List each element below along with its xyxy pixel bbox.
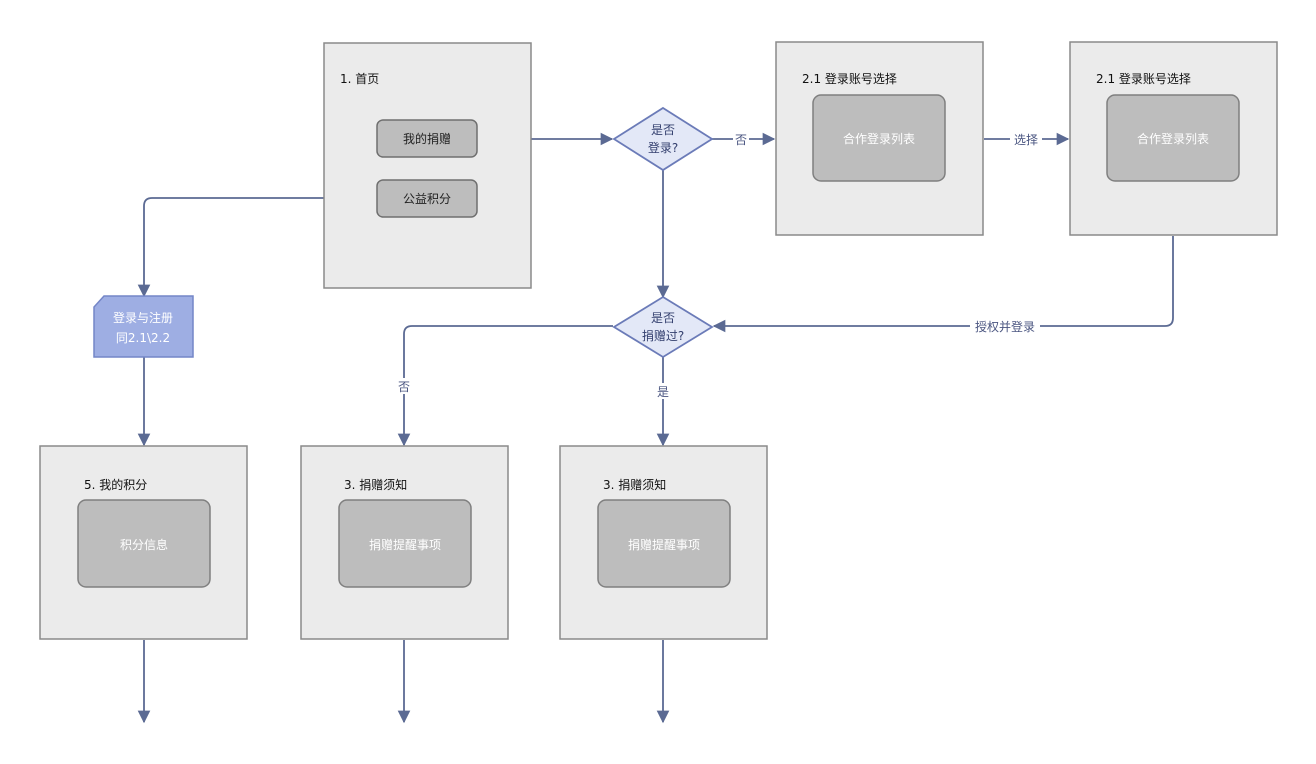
decision-donated: 是否 捐赠过? <box>612 295 714 359</box>
my-donation-button[interactable]: 我的捐赠 <box>376 119 478 158</box>
account-select-screen-2: 2.1 登录账号选择 合作登录列表 <box>1069 41 1278 236</box>
charity-points-button[interactable]: 公益积分 <box>376 179 478 218</box>
login-register-offpage: 登录与注册 同2.1\2.2 <box>93 295 194 358</box>
decision-logged-in: 是否 登录? <box>612 106 714 172</box>
svg-text:捐赠提醒事项: 捐赠提醒事项 <box>628 537 700 552</box>
svg-text:公益积分: 公益积分 <box>403 192 451 206</box>
svg-text:我的捐赠: 我的捐赠 <box>403 131 451 146</box>
partner-login-list-2[interactable]: 合作登录列表 <box>1106 94 1240 182</box>
svg-text:合作登录列表: 合作登录列表 <box>843 131 915 146</box>
donation-notice-title-1: 3. 捐赠须知 <box>344 478 407 492</box>
account-select-title-1: 2.1 登录账号选择 <box>802 71 897 86</box>
svg-text:是否: 是否 <box>651 123 675 137</box>
donation-reminder-panel-1[interactable]: 捐赠提醒事项 <box>338 499 472 588</box>
svg-text:否: 否 <box>735 133 747 147</box>
donation-reminder-panel-2[interactable]: 捐赠提醒事项 <box>597 499 731 588</box>
edge-label-yes-donated: 是 <box>655 383 671 399</box>
my-points-title: 5. 我的积分 <box>84 477 147 492</box>
svg-text:授权并登录: 授权并登录 <box>975 319 1035 334</box>
edge-label-no-login: 否 <box>733 131 749 147</box>
donation-notice-screen-2: 3. 捐赠须知 捐赠提醒事项 <box>559 445 768 640</box>
svg-text:选择: 选择 <box>1014 133 1038 147</box>
edge-label-select: 选择 <box>1010 131 1042 147</box>
edge-label-authorize: 授权并登录 <box>970 318 1040 334</box>
account-select-screen-1: 2.1 登录账号选择 合作登录列表 <box>775 41 984 236</box>
edge-authorize-login <box>712 236 1174 333</box>
my-points-screen: 5. 我的积分 积分信息 <box>39 445 248 640</box>
donation-notice-title-2: 3. 捐赠须知 <box>603 478 666 492</box>
edge-donated-no <box>397 325 613 447</box>
donation-notice-screen-1: 3. 捐赠须知 捐赠提醒事项 <box>300 445 509 640</box>
edge-label-no-donated: 否 <box>396 378 412 394</box>
svg-text:是否: 是否 <box>651 311 675 325</box>
svg-text:同2.1\2.2: 同2.1\2.2 <box>116 331 170 345</box>
home-screen: 1. 首页 我的捐赠 公益积分 <box>323 42 532 289</box>
svg-text:否: 否 <box>398 380 410 394</box>
partner-login-list-1[interactable]: 合作登录列表 <box>812 94 946 182</box>
svg-text:捐赠提醒事项: 捐赠提醒事项 <box>369 537 441 552</box>
account-select-title-2: 2.1 登录账号选择 <box>1096 71 1191 86</box>
svg-text:捐赠过?: 捐赠过? <box>642 329 684 343</box>
home-title: 1. 首页 <box>340 72 379 86</box>
edge-points-to-offpage <box>137 197 377 298</box>
svg-text:登录与注册: 登录与注册 <box>113 310 173 325</box>
points-info-panel[interactable]: 积分信息 <box>77 499 211 588</box>
svg-text:是: 是 <box>657 385 669 399</box>
svg-text:登录?: 登录? <box>648 140 678 155</box>
svg-text:合作登录列表: 合作登录列表 <box>1137 131 1209 146</box>
svg-text:积分信息: 积分信息 <box>120 537 168 552</box>
